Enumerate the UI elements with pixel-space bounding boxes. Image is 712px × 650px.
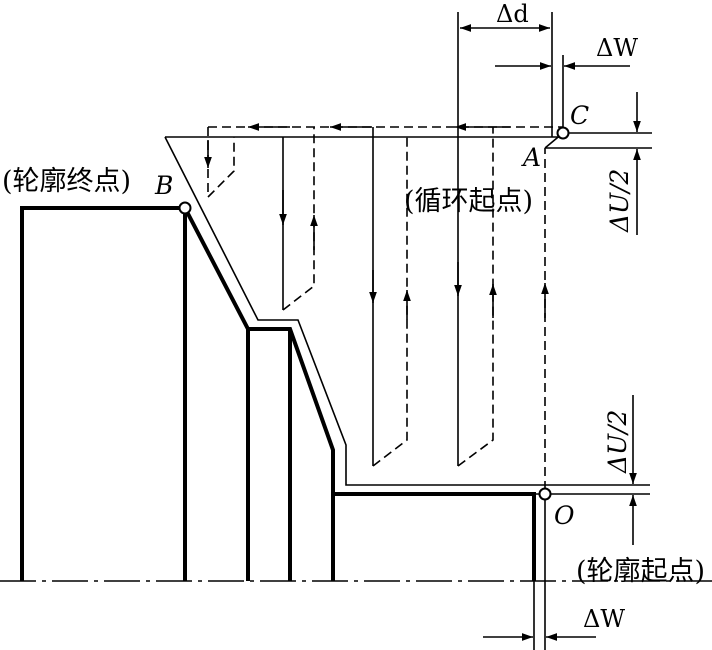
dim-delta-u2-bottom-label: ΔU/2: [603, 410, 632, 474]
cutting-pass-3-return: [372, 137, 408, 467]
cutting-pass-2-return: [282, 127, 315, 311]
point-c-label: C: [570, 101, 589, 130]
point-c-marker: [556, 126, 570, 140]
label-profile-start-point: (轮廓起点): [576, 556, 705, 587]
label-profile-end-point: (轮廓终点): [2, 166, 131, 197]
point-a-label: A: [521, 143, 541, 172]
dim-delta-d-label: Δd: [496, 0, 529, 28]
point-b-marker: [178, 201, 192, 215]
point-o-label: O: [554, 501, 575, 530]
finishing-allowance-line: [164, 136, 650, 486]
dim-delta-w-bottom-label: ΔW: [583, 605, 625, 633]
point-o-marker: [538, 487, 552, 501]
cutting-pass-4-return: [457, 127, 494, 467]
point-b-label: B: [154, 171, 173, 200]
label-cycle-start-point: (循环起点): [404, 186, 533, 217]
dim-delta-u2-top-label: ΔU/2: [605, 169, 634, 233]
dim-delta-w-top-label: ΔW: [596, 34, 638, 62]
